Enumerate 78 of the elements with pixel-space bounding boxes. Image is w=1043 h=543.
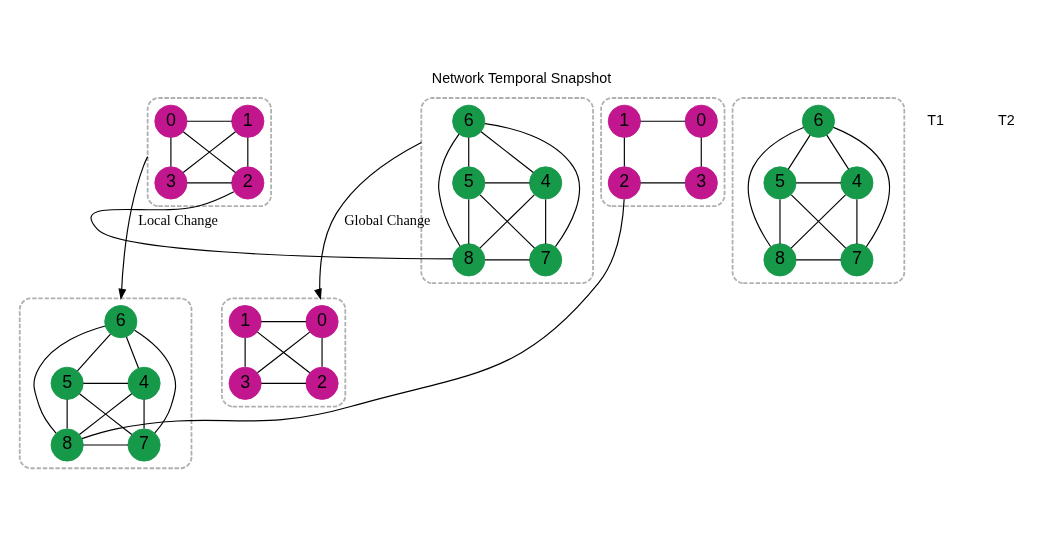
node-circle: 2 [305, 366, 339, 400]
connector [700, 137, 702, 168]
node-circle: 8 [50, 428, 84, 462]
connector [826, 134, 850, 170]
connector [78, 393, 133, 436]
connector [795, 259, 842, 261]
node-circle: 6 [801, 104, 835, 138]
node-circle: 3 [228, 366, 262, 400]
node-circle: 7 [529, 243, 563, 277]
connector [247, 137, 249, 168]
node-circle: 1 [228, 305, 262, 339]
connector [640, 120, 686, 122]
connector [186, 182, 233, 184]
node-circle: 5 [763, 166, 797, 200]
connector [143, 399, 145, 430]
connector [623, 137, 625, 168]
cluster [221, 297, 347, 408]
diagram-title: Network Temporal Snapshot [431, 69, 612, 86]
node-circle: 0 [154, 104, 188, 138]
node-circle: 8 [763, 243, 797, 277]
connector [787, 134, 811, 170]
node-circle: 5 [452, 166, 486, 200]
arrow [314, 141, 422, 301]
node-circle: 1 [607, 104, 641, 138]
node-circle: 6 [452, 104, 486, 138]
label: T1 [927, 111, 944, 128]
cluster [600, 97, 726, 208]
node-circle: 4 [127, 366, 161, 400]
connector [484, 182, 531, 184]
connector [484, 123, 581, 248]
connector [468, 137, 470, 168]
node-circle: 5 [50, 366, 84, 400]
label: T2 [997, 111, 1015, 128]
node-circle: 2 [231, 166, 265, 200]
connector [832, 126, 891, 248]
connector [66, 399, 68, 430]
connector [90, 191, 454, 260]
connector [170, 137, 172, 168]
node-circle: 7 [840, 243, 874, 277]
edge-label: Local Change [138, 211, 218, 228]
node-circle: 2 [607, 166, 641, 200]
cluster [146, 97, 272, 208]
node-circle: 0 [684, 104, 718, 138]
connector [260, 382, 307, 384]
connector [182, 131, 237, 174]
edge-label: Global Change [344, 211, 431, 228]
connector [186, 120, 233, 122]
connector [747, 126, 805, 248]
node-circle: 3 [684, 166, 718, 200]
node-circle: 0 [305, 305, 339, 339]
connector [82, 382, 129, 384]
node-circle: 6 [104, 305, 138, 339]
node-circle: 8 [452, 243, 486, 277]
connector [256, 331, 311, 374]
connector [795, 182, 842, 184]
connector [468, 198, 470, 245]
connector [244, 337, 246, 368]
node-circle: 1 [231, 104, 265, 138]
connector [134, 329, 177, 434]
connector [856, 198, 858, 245]
connector [81, 198, 625, 440]
connector [438, 133, 461, 247]
node-circle: 4 [529, 166, 563, 200]
connector [33, 325, 106, 434]
node-circle: 7 [127, 428, 161, 462]
connector [125, 336, 140, 369]
connector [260, 321, 307, 323]
connector [480, 131, 534, 174]
connector [545, 198, 547, 245]
connector [484, 259, 531, 261]
node-circle: 3 [154, 166, 188, 200]
connector [76, 333, 112, 372]
connector [640, 182, 686, 184]
cluster [731, 97, 906, 285]
connector [790, 194, 847, 249]
node-circle: 4 [840, 166, 874, 200]
cluster [18, 297, 193, 470]
arrow [118, 156, 149, 301]
